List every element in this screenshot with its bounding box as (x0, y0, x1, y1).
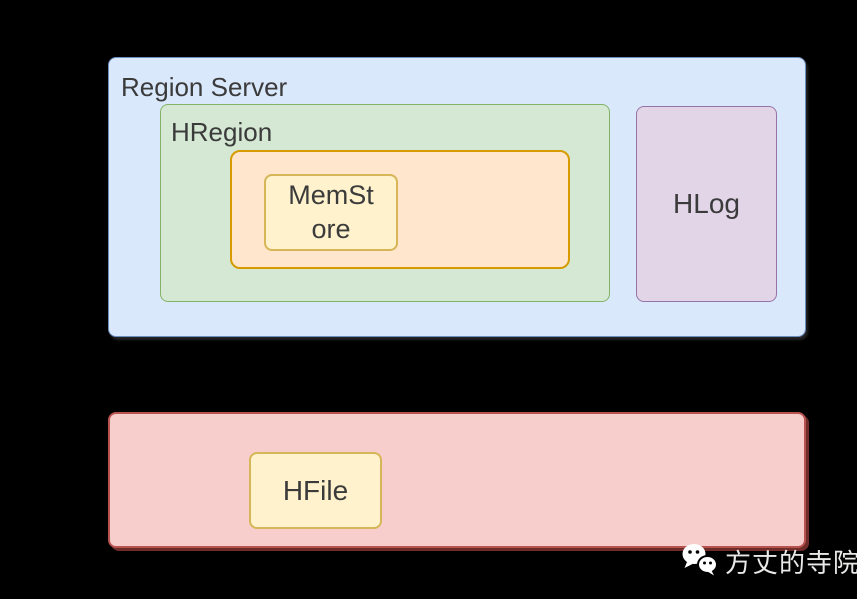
storage-layer-box: HFile (108, 412, 806, 548)
wechat-icon (682, 544, 718, 576)
hregion-label: HRegion (171, 117, 273, 147)
memstore-box: MemSt ore (264, 174, 398, 251)
hlog-box: HLog (636, 106, 777, 302)
hfile-label: HFile (282, 474, 349, 506)
hfile-box: HFile (249, 452, 382, 529)
memstore-label: MemSt ore (288, 180, 374, 244)
store-box: MemSt ore (230, 150, 570, 269)
watermark: 方丈的寺院 (680, 541, 857, 581)
hregion-box: HRegion MemSt ore (160, 104, 610, 302)
region-server-box: Region Server HRegion MemSt ore HLog (108, 57, 806, 337)
region-server-label: Region Server (121, 72, 288, 102)
hlog-label: HLog (673, 188, 740, 219)
watermark-text: 方丈的寺院 (725, 547, 857, 578)
